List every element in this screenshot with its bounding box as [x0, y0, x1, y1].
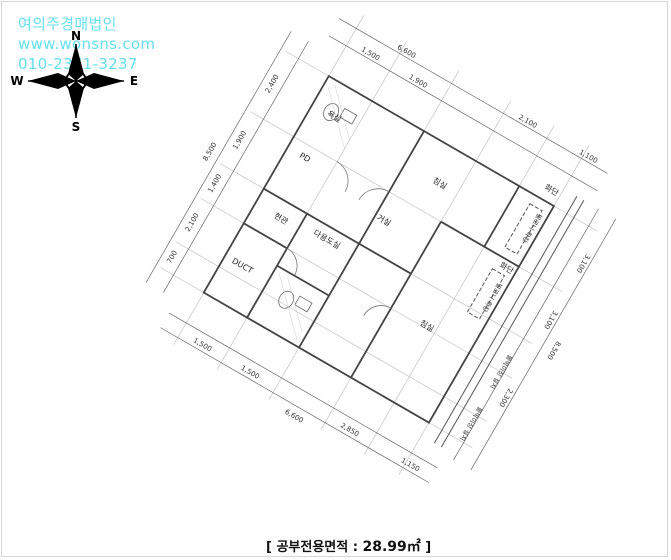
dim-left-4: 1,400	[206, 173, 223, 194]
room-label-bedroom-1: 침실	[431, 175, 449, 191]
dim-right-2: 8,500	[545, 340, 562, 361]
watermark-company: 여의주경매법인	[18, 15, 117, 33]
room-label-pd: PD	[298, 151, 312, 164]
dim-bottom-3: 6,600	[283, 408, 304, 425]
area-caption: [ 공부전용면적 : 28.99㎡ ]	[266, 536, 431, 556]
room-label-bedroom-2: 침실	[418, 318, 436, 334]
dim-bottom-1: 1,500	[192, 336, 213, 353]
dim-bottom-4: 2,850	[339, 421, 360, 438]
watermark: 여의주경매법인 www.wonsns.com 010-2371-3237	[18, 14, 155, 74]
room-label-living: 거실	[375, 212, 393, 228]
dim-bottom-2: 1,500	[239, 364, 260, 381]
dim-right-1: 3,100	[575, 253, 592, 274]
compass-north: N	[71, 29, 81, 43]
compass-icon: N S E W	[10, 29, 138, 134]
room-label-bath: 욕실	[326, 108, 344, 124]
dim-right-3: 3,100	[542, 309, 559, 330]
area-label: [ 공부전용면적 :	[266, 540, 363, 555]
dim-left-5: 2,100	[184, 212, 201, 233]
compass-west: W	[10, 74, 23, 88]
dim-left-3: 8,500	[201, 141, 218, 162]
dim-bottom-5: 1,150	[400, 456, 421, 473]
dim-right-4: 2,300	[497, 387, 514, 408]
dim-left-2: 1,900	[231, 129, 248, 150]
compass-east: E	[130, 74, 138, 88]
area-close: ]	[420, 540, 432, 555]
dim-left-6: 700	[165, 249, 179, 265]
dim-left-1: 2,400	[264, 73, 281, 94]
room-label-duct: DUCT	[230, 256, 254, 275]
area-value: 28.99㎡	[362, 539, 421, 555]
watermark-website: www.wonsns.com	[18, 35, 156, 53]
room-label-entry: 현관	[272, 210, 290, 226]
plan-drawing: 침실 거실 침실 욕실 다용도실 현관 PD 화단 화단 DUCT 발코니 확장…	[145, 15, 617, 483]
room-label-balcony-1: 화단	[543, 182, 561, 198]
compass-south: S	[72, 120, 81, 134]
